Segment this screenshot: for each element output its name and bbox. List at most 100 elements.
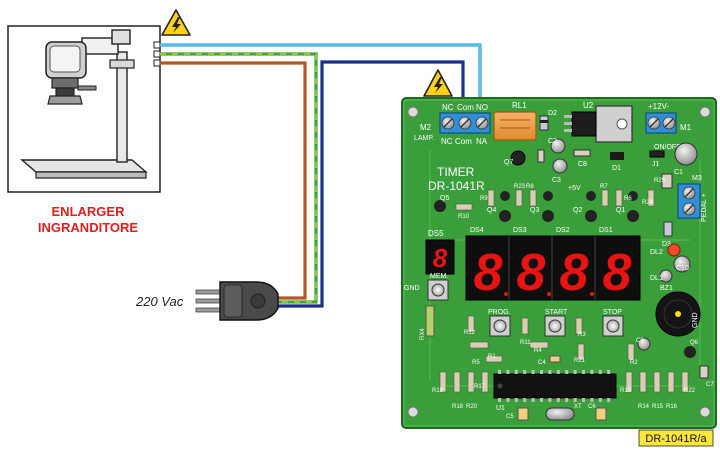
ic-pin	[556, 398, 560, 402]
r12-label: R12	[464, 330, 476, 336]
q7-label: Q7	[504, 159, 513, 166]
resistor-row-middle	[467, 315, 635, 363]
u2-label: U2	[583, 101, 594, 110]
r7-label: R7	[600, 184, 608, 190]
d3-label: D3	[662, 241, 671, 248]
crystal-xt	[545, 407, 575, 421]
connector-m3	[677, 183, 701, 219]
plus5v-label: +5V	[568, 185, 581, 192]
resistor-row-bottom	[439, 371, 689, 393]
r13-label: R13	[620, 388, 632, 394]
wires	[160, 43, 482, 308]
c9-label: C9	[636, 338, 644, 344]
r9-label: R9	[480, 196, 488, 202]
buzzer-bz1	[655, 291, 701, 337]
m1-ref: M1	[680, 123, 692, 132]
r20-label: R20	[466, 404, 478, 410]
m2-bottom-label-nc: NC	[441, 137, 453, 146]
c2-label: C2	[548, 138, 557, 145]
connector-m2	[439, 112, 491, 134]
enlarger-box	[7, 25, 161, 193]
enlarger-label: ENLARGER	[52, 204, 126, 219]
single-digit-char: 8	[433, 243, 448, 273]
q4-label: Q4	[487, 207, 496, 214]
ic-pin	[582, 370, 585, 374]
c5-label: C5	[506, 414, 514, 420]
connector-m1	[645, 112, 677, 134]
r25-label: R25	[654, 178, 666, 184]
pedal-label: PEDAL +	[701, 193, 708, 222]
c4-label: C4	[538, 360, 546, 366]
button-stop[interactable]	[602, 315, 624, 337]
board-model: DR-1041R	[428, 179, 485, 193]
rx4-label: RX4	[420, 328, 426, 340]
digit-3: 8	[517, 244, 546, 302]
m2-bottom-label-na: NA	[476, 137, 488, 146]
ic-pins	[498, 370, 611, 402]
r3-label: R3	[578, 332, 586, 338]
ic-pin	[531, 398, 535, 402]
r14-label: R14	[638, 404, 650, 410]
ic-pin	[540, 370, 543, 374]
r22-label: R22	[684, 388, 696, 394]
r19-label: R19	[432, 388, 444, 394]
digit-1: 8	[603, 244, 632, 302]
d2-label: D2	[548, 110, 557, 117]
ic-pin	[506, 398, 510, 402]
ic-pin	[582, 398, 585, 402]
ic-pin	[506, 370, 510, 374]
ic-pin	[607, 398, 611, 402]
ic-pin	[548, 370, 552, 374]
ic-pin	[498, 398, 501, 402]
r4-label: R4	[534, 348, 542, 354]
plug-label: 220 Vac	[135, 294, 184, 309]
ic-u1	[493, 373, 617, 399]
board-title: TIMER	[437, 165, 475, 179]
r2-label: R2	[630, 360, 638, 366]
ic-pin	[548, 398, 552, 402]
c1-label: C1	[674, 169, 683, 176]
ic-pin	[514, 370, 518, 374]
ic-pin	[565, 370, 569, 374]
r16-label: R16	[666, 404, 678, 410]
start-label: START	[545, 309, 568, 316]
high-voltage-warning-icon-2	[423, 69, 453, 97]
m3-ref: M3	[692, 175, 702, 182]
button-mem[interactable]	[427, 279, 449, 301]
j1-label: J1	[652, 161, 660, 168]
ds3-label: DS3	[513, 227, 527, 234]
onoff-label: ON/OFF	[654, 144, 680, 151]
ic-pin	[540, 398, 543, 402]
dl1-label: DL1	[650, 275, 663, 282]
ic-pin	[531, 370, 535, 374]
m2-top-label-no: NO	[476, 103, 488, 112]
mem-label: MEM.	[430, 273, 448, 280]
r8-label: R8	[526, 184, 534, 190]
r17-label: R17	[474, 384, 486, 390]
q1-label: Q1	[616, 207, 625, 214]
ic-pin	[598, 370, 602, 374]
r24-label: R24	[642, 200, 654, 206]
button-prog[interactable]	[489, 315, 511, 337]
transistor-row	[434, 191, 639, 222]
stop-label: STOP	[603, 309, 622, 316]
m2-top-label-com: Com	[457, 103, 474, 112]
gnd-label-left: GND	[404, 285, 420, 292]
r11-label: R11	[520, 340, 531, 346]
gnd-label-right: GND	[692, 312, 699, 328]
dl2-label: DL2	[650, 249, 663, 256]
digit-2: 8	[560, 244, 589, 302]
single-digit-display: 8	[425, 239, 455, 275]
r18-label: R18	[452, 404, 464, 410]
ic-pin	[565, 398, 569, 402]
ic-pin	[590, 398, 594, 402]
ic-pin	[573, 370, 577, 374]
ic-pin	[607, 370, 611, 374]
ic-pin	[514, 398, 518, 402]
regulator-u2	[564, 105, 633, 143]
button-start[interactable]	[544, 315, 566, 337]
q6-label: Q6	[690, 340, 699, 346]
m2-ref: M2	[420, 123, 432, 132]
